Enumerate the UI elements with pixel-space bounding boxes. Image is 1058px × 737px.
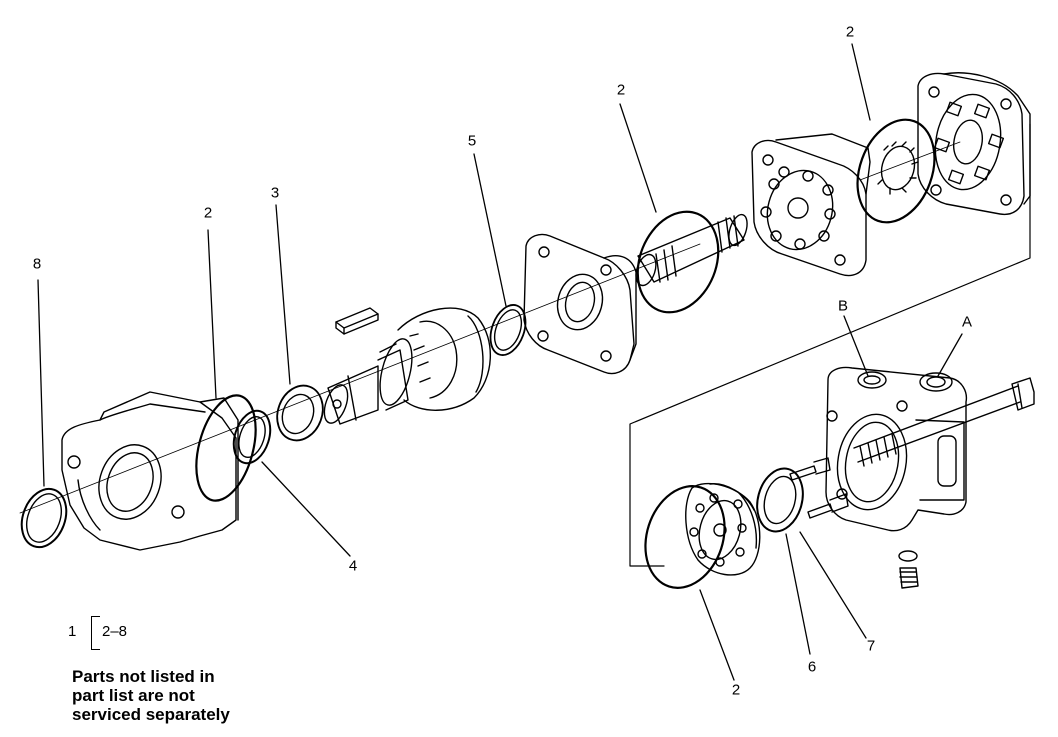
callout-3: 3 [270, 184, 280, 202]
callout-port-b: B [837, 297, 849, 315]
callout-7: 7 [866, 637, 876, 655]
gerotor-housing [751, 133, 871, 277]
callout-4: 4 [348, 557, 358, 575]
bearing-plate [523, 233, 637, 375]
long-bolt [853, 377, 1035, 467]
kit-number: 1 [68, 623, 77, 640]
washer-3 [276, 384, 324, 442]
seal-4 [232, 409, 272, 465]
service-note-line-3: serviced separately [72, 705, 230, 724]
o-ring-2-top [856, 118, 936, 224]
gerotor-rotor [685, 482, 761, 576]
o-ring-2-left [195, 394, 257, 502]
inset-frame [629, 123, 1031, 567]
check-pins [789, 457, 849, 519]
front-housing [61, 391, 239, 551]
callout-port-a: A [961, 313, 973, 331]
service-note-line-1: Parts not listed in [72, 667, 215, 686]
plug-and-washer [898, 550, 919, 589]
callout-6: 6 [807, 658, 817, 676]
callout-2-top: 2 [845, 23, 855, 41]
seal-ring-8 [20, 487, 68, 549]
callout-8: 8 [32, 255, 42, 273]
service-note-line-2: part list are not [72, 686, 195, 705]
leader-lines [37, 43, 963, 681]
service-note: Parts not listed in part list are not se… [72, 667, 230, 724]
small-gear [859, 141, 961, 195]
o-ring-2-bottom [644, 485, 726, 589]
shaft-key [335, 307, 379, 335]
callout-5: 5 [467, 132, 477, 150]
centerline-left [19, 243, 701, 514]
output-shaft-bearing [323, 307, 491, 425]
callout-2-bottom: 2 [731, 681, 741, 699]
end-cover [917, 72, 1031, 216]
kit-range: 2–8 [102, 623, 128, 640]
port-housing [825, 366, 968, 532]
o-ring-2-mid [636, 210, 720, 314]
callout-2-left: 2 [203, 204, 213, 222]
kit-bracket [91, 616, 100, 650]
callout-2-mid: 2 [616, 81, 626, 99]
drive-shaft [635, 213, 748, 287]
seal-5 [489, 304, 527, 356]
seal-6 [756, 467, 804, 533]
